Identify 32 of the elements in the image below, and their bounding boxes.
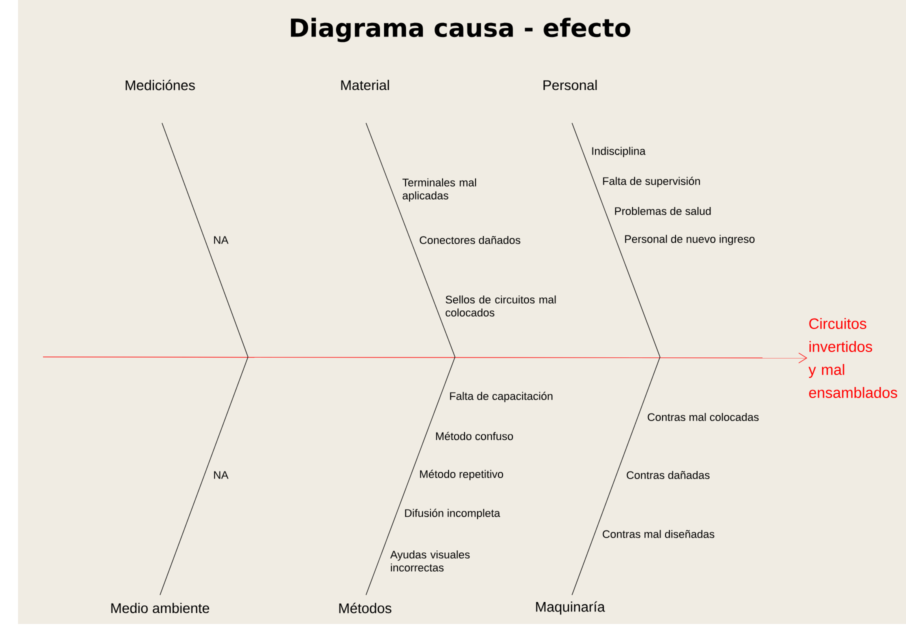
cause-label: NA <box>214 236 228 244</box>
category-label: Material <box>341 80 389 90</box>
cause-label: Terminales mal aplicadas <box>402 178 476 202</box>
cause-label: NA <box>214 471 228 479</box>
cause-label: Método repetitivo <box>420 470 504 480</box>
cause-label: Ayudas visuales incorrectas <box>390 550 470 572</box>
category-label: Medio ambiente <box>111 602 210 614</box>
cause-label: Método confuso <box>436 432 513 440</box>
category-label: Maquinaría <box>536 601 606 615</box>
cause-label: Falta de supervisión <box>603 176 700 188</box>
cause-label: Personal de nuevo ingreso <box>625 234 755 246</box>
cause-label: Difusión incompleta <box>405 508 500 520</box>
fishbone-branch <box>572 122 660 358</box>
cause-label: Problemas de salud <box>615 206 711 216</box>
fishbone-branch <box>160 356 248 596</box>
cause-label: Indisciplina <box>592 146 646 158</box>
spine-arrow <box>42 352 808 364</box>
effect-text: Circuitos invertidos y mal ensamblados <box>808 318 898 398</box>
cause-label: Sellos de circuitos mal colocados <box>446 295 556 317</box>
title: Diagrama causa - efecto <box>290 18 630 42</box>
fishbone-branch <box>366 356 456 596</box>
fishbone-branch <box>162 122 248 358</box>
fishbone-branch <box>572 356 660 596</box>
category-label: Mediciónes <box>126 80 195 90</box>
cause-label: Falta de capacitación <box>450 392 552 402</box>
cause-label: Contras mal colocadas <box>648 412 759 422</box>
fishbone-branch <box>366 122 456 358</box>
category-label: Métodos <box>339 602 392 614</box>
cause-label: Contras dañadas <box>626 470 710 480</box>
cause-label: Conectores dañados <box>420 236 520 244</box>
category-label: Personal <box>544 80 597 90</box>
cause-label: Contras mal diseñadas <box>602 530 714 538</box>
